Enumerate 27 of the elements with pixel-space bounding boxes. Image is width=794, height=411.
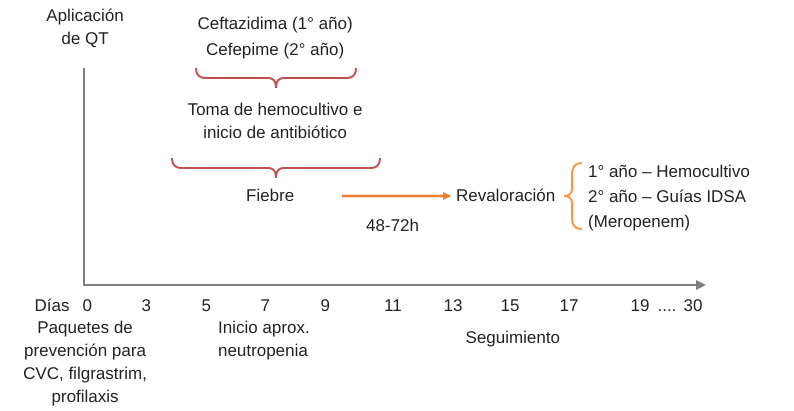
edge-label: 48-72h xyxy=(366,215,419,237)
annotation-text: Seguimiento xyxy=(466,327,560,349)
annotation-text: Cefepime (2° año) xyxy=(206,39,344,61)
annotation-text: Inicio aprox. neutropenia xyxy=(218,317,311,362)
annotation-text: 1° año – Hemocultivo xyxy=(588,161,750,183)
annotation-text: Ceftazidima (1° año) xyxy=(198,13,353,35)
axis-tick-label: 15 xyxy=(500,295,520,317)
axis-tick-label: 30 xyxy=(684,295,702,317)
annotation-text: (Meropenem) xyxy=(588,211,690,233)
event-text: Revaloración xyxy=(456,184,556,207)
annotation-text: Paquetes de prevención para CVC, filgrastrim, profilaxis xyxy=(22,317,148,408)
axis-tick-label: 19 xyxy=(630,295,650,317)
axis-tick-label: 11 xyxy=(384,295,402,317)
event-text: Fiebre xyxy=(246,184,294,207)
axis-tick-label: 17 xyxy=(560,295,578,317)
annotation-text: Toma de hemocultivo e inicio de antibiótico xyxy=(186,99,364,144)
annotation-text: Aplicación de QT xyxy=(45,5,125,50)
ellipsis-text: .... xyxy=(658,295,676,317)
axis-tick-label: 7 xyxy=(260,295,270,317)
axis-tick-label: 13 xyxy=(444,295,462,317)
axis-tick-label: 5 xyxy=(202,295,211,317)
axis-tick-label: 0 xyxy=(82,295,92,317)
annotation-text: 2° año – Guías IDSA xyxy=(588,186,746,208)
axis-title: Días xyxy=(34,295,70,317)
axis-tick-label: 9 xyxy=(320,295,330,317)
axis-tick-label: 3 xyxy=(142,295,151,317)
arrow xyxy=(342,192,451,200)
